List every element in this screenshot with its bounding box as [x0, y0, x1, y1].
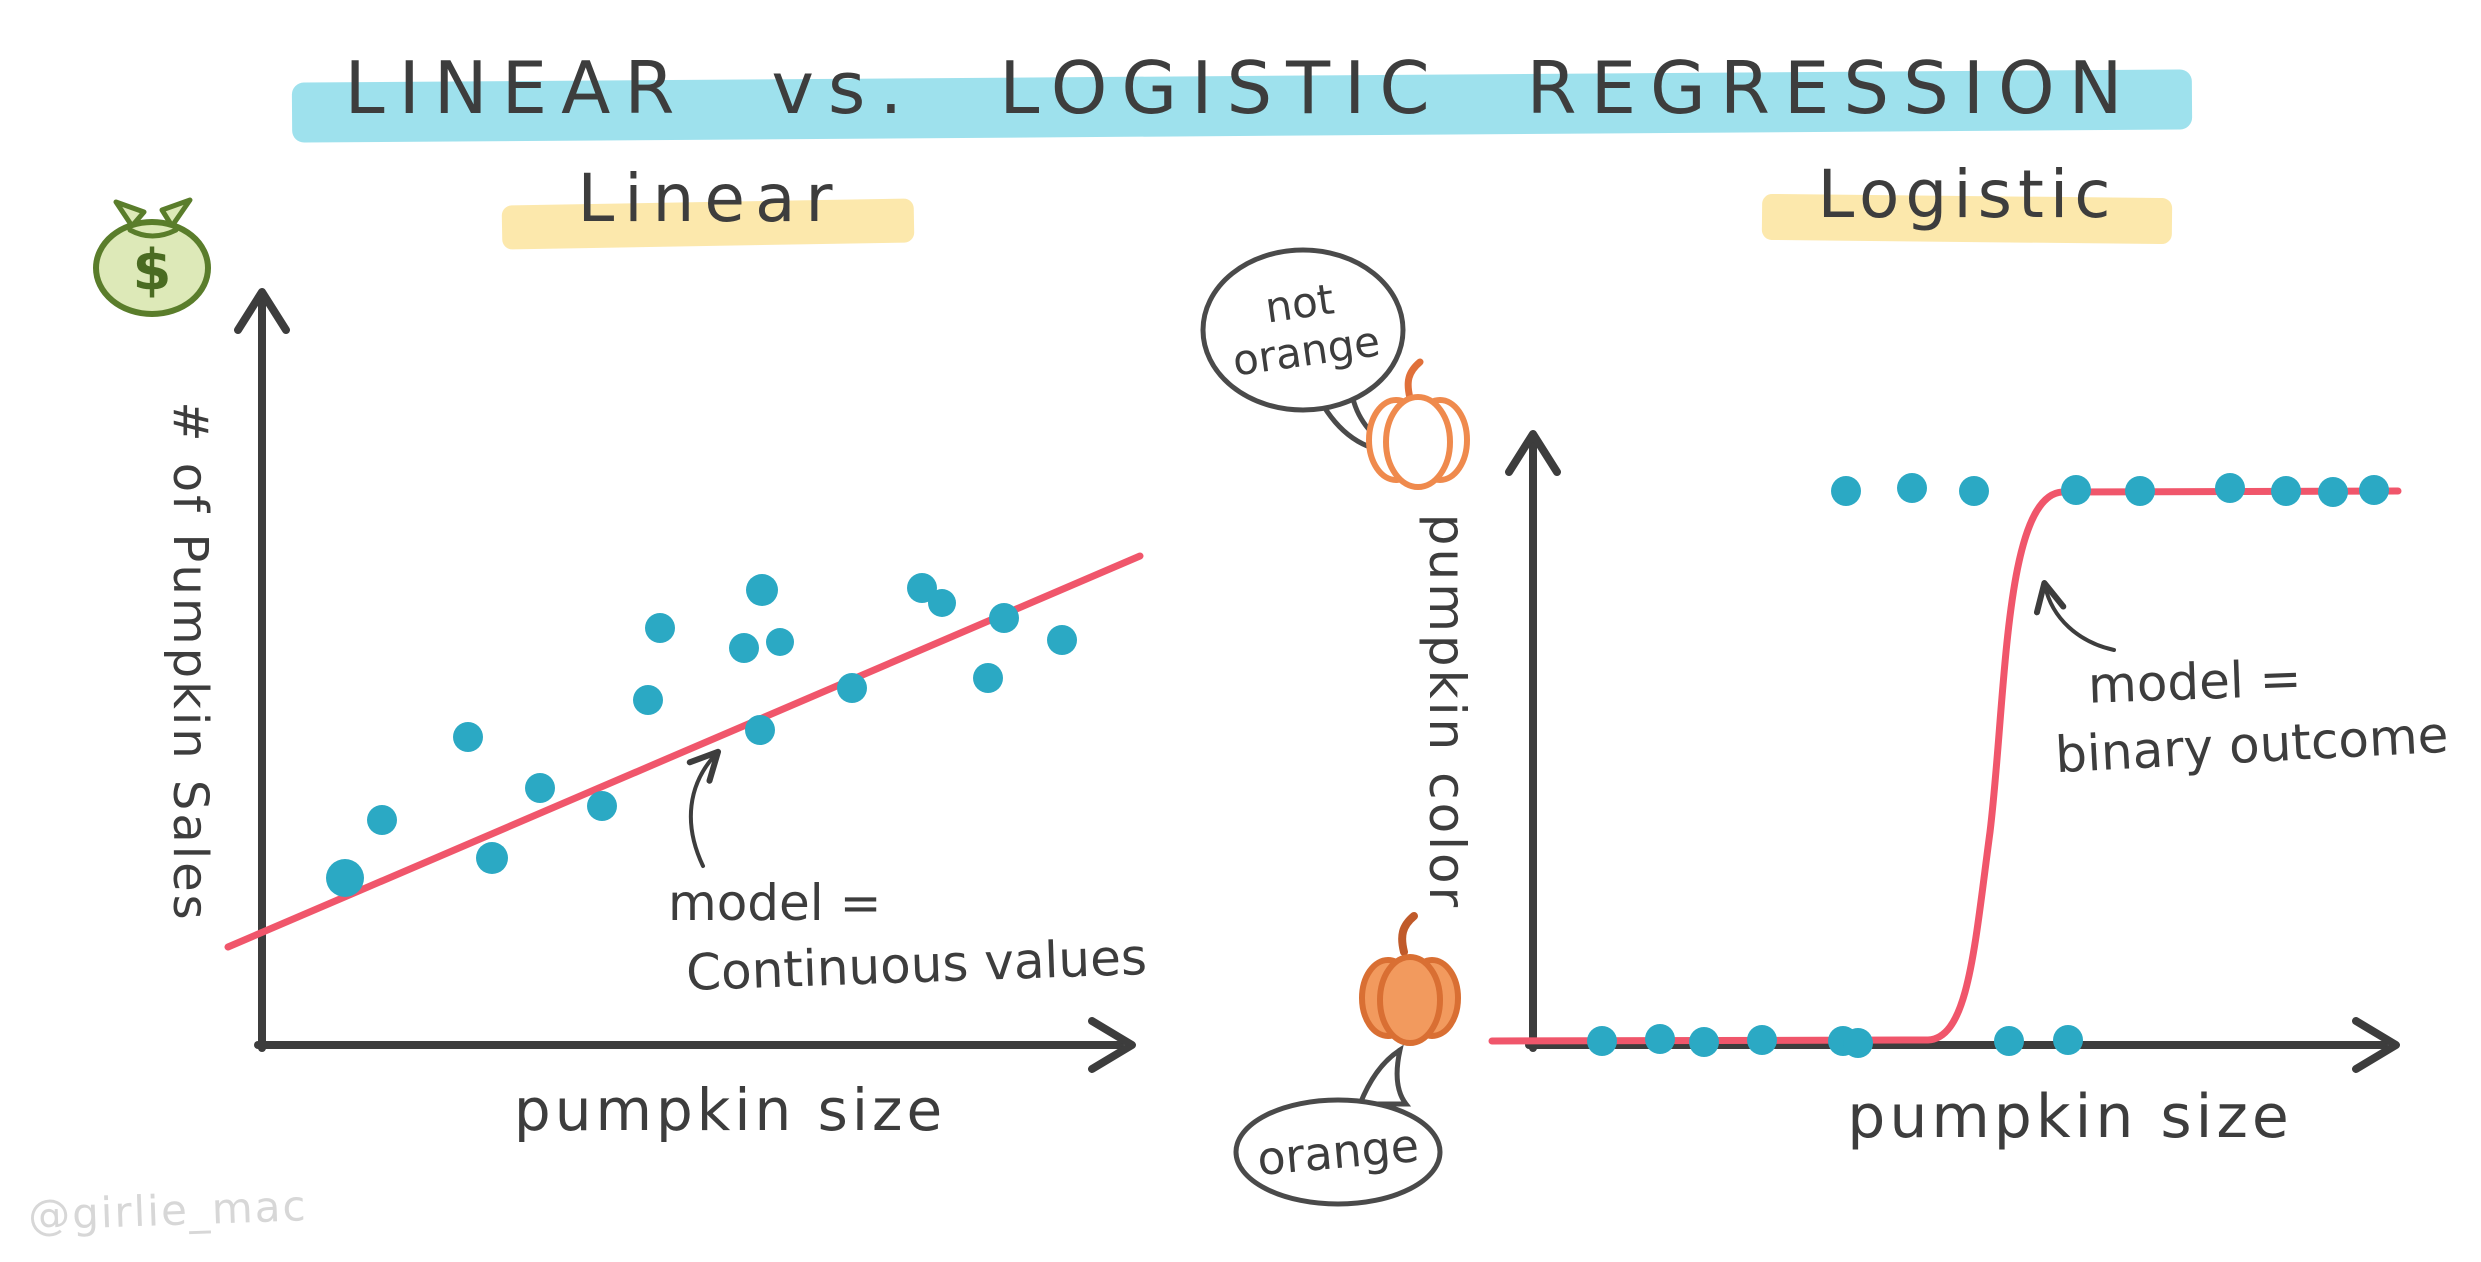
- scatter-dot: [746, 574, 778, 606]
- annotation-arrow-left: [686, 748, 722, 868]
- scatter-dot: [1047, 625, 1077, 655]
- scatter-dot: [2125, 476, 2155, 506]
- scatter-dot: [1843, 1028, 1873, 1058]
- bubble-body: [1233, 1097, 1443, 1207]
- scatter-dot: [907, 573, 937, 603]
- linear-y-axis-label: # of Pumpkin Sales: [162, 401, 218, 923]
- artist-watermark: @girlie_mac: [27, 1181, 309, 1240]
- scatter-dot: [2215, 473, 2245, 503]
- logistic-class-not-orange-dots: [1831, 473, 2389, 507]
- linear-axes: [234, 288, 1136, 1073]
- scatter-dot: [2271, 476, 2301, 506]
- scatter-dot: [729, 633, 759, 663]
- scatter-dot: [2359, 475, 2389, 505]
- y-axis-arrowhead: [234, 288, 290, 334]
- bubble-body: [1200, 247, 1406, 413]
- scatter-dot: [766, 628, 794, 656]
- scatter-dot: [1747, 1025, 1777, 1055]
- scatter-dot: [1645, 1024, 1675, 1054]
- x-axis-arrowhead: [1088, 1017, 1136, 1073]
- linear-x-axis-label: pumpkin size: [513, 1076, 947, 1144]
- money-bag-icon: [93, 197, 211, 317]
- bubble-tail: [1356, 1044, 1412, 1107]
- scatter-dot: [928, 589, 956, 617]
- speech-bubble-orange: [1233, 1044, 1443, 1207]
- sigmoid-curve: [1488, 487, 2402, 1045]
- x-axis-arrowhead: [2352, 1017, 2400, 1073]
- scatter-dot: [745, 715, 775, 745]
- annotation-arrow-right: [2033, 580, 2116, 652]
- scatter-dot: [453, 722, 483, 752]
- y-axis-arrowhead: [1505, 430, 1561, 476]
- scatter-dot: [973, 663, 1003, 693]
- scatter-dot: [1897, 473, 1927, 503]
- scatter-dot: [367, 805, 397, 835]
- linear-scatter-dots: [326, 573, 1077, 897]
- scatter-dot: [2318, 477, 2348, 507]
- logistic-annotation-line1: model =: [2087, 649, 2303, 715]
- scatter-dot: [837, 673, 867, 703]
- linear-annotation-line1: model =: [668, 874, 882, 932]
- dollar-sign: $: [132, 238, 172, 303]
- logistic-heading: Logistic: [1817, 156, 2117, 233]
- logistic-class-orange-dots: [1587, 1024, 2083, 1058]
- scatter-dot: [1689, 1027, 1719, 1057]
- scatter-dot: [633, 685, 663, 715]
- page-title: LINEAR vs. LOGISTIC REGRESSION: [344, 46, 2137, 130]
- scatter-dot: [989, 603, 1019, 633]
- logistic-x-axis-label: pumpkin size: [1847, 1082, 2293, 1152]
- not-orange-bubble-text: not orange: [1223, 270, 1383, 386]
- scatter-dot: [2061, 475, 2091, 505]
- logistic-y-axis-label: pumpkin color: [1418, 513, 1476, 911]
- white-pumpkin-icon: [1366, 358, 1470, 490]
- scatter-dot: [1994, 1026, 2024, 1056]
- scatter-dot: [1587, 1026, 1617, 1056]
- scatter-dot: [525, 773, 555, 803]
- scatter-dot: [587, 791, 617, 821]
- scatter-dot: [326, 859, 364, 897]
- scatter-dot: [1959, 476, 1989, 506]
- scatter-dot: [1831, 476, 1861, 506]
- scatter-dot: [645, 613, 675, 643]
- scatter-dot: [476, 842, 508, 874]
- orange-pumpkin-icon: [1359, 912, 1461, 1046]
- scatter-dot: [2053, 1025, 2083, 1055]
- regression-line: [224, 552, 1144, 951]
- linear-heading: Linear: [577, 160, 843, 237]
